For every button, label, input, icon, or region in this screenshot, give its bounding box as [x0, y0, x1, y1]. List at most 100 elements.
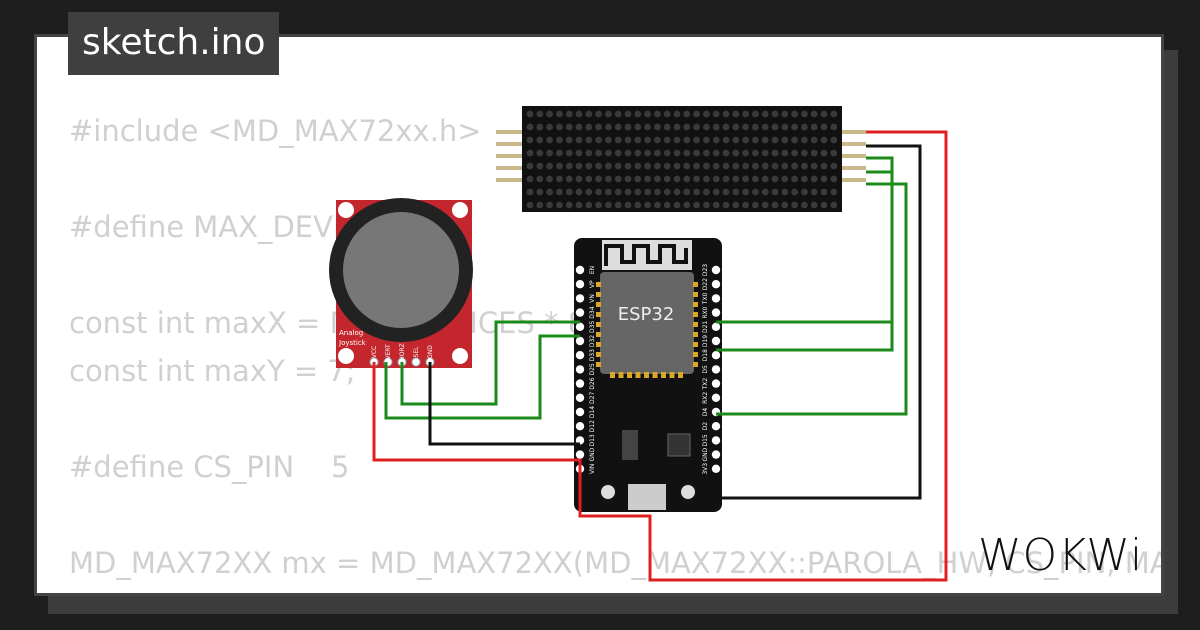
led-dot [605, 123, 612, 131]
header-pin[interactable] [711, 365, 721, 374]
esp32-board[interactable]: ESP32 ENVPVND34D35D32D33D25D26D27D14D12D… [574, 238, 722, 512]
module-pad [693, 342, 698, 347]
module-pad [596, 312, 601, 317]
led-dot [565, 110, 573, 118]
sketch-file-title: sketch.ino [68, 12, 280, 75]
pin-label: D13 [589, 434, 596, 446]
led-dot [644, 149, 651, 157]
header-pin[interactable] [711, 336, 721, 346]
led-dot [791, 162, 798, 170]
led-dot [830, 201, 838, 209]
led-dot [654, 123, 661, 131]
header-pin[interactable] [575, 294, 585, 303]
led-dot [644, 162, 651, 170]
led-dot [663, 110, 671, 118]
header-pin[interactable] [575, 422, 585, 431]
module-pad [669, 372, 675, 378]
header-pin[interactable] [575, 322, 585, 331]
led-dot [752, 162, 759, 170]
led-dot [526, 123, 534, 131]
led-dot [546, 175, 553, 183]
header-pin[interactable] [575, 365, 585, 374]
pin-label: D15 [702, 434, 709, 446]
header-pin[interactable] [575, 436, 585, 445]
pin-label: D23 [702, 264, 709, 276]
joystick-label-2: Joystick [338, 339, 367, 347]
wires [372, 130, 948, 582]
pin-label: VCC [371, 346, 378, 358]
pin-label: VP [589, 280, 596, 288]
pin-label: D35 [589, 320, 596, 332]
led-dot [575, 201, 583, 209]
pin-label: D12 [589, 420, 596, 432]
header-pin[interactable] [711, 322, 721, 331]
led-dot [673, 149, 681, 157]
header-pin[interactable] [711, 280, 721, 289]
led-dot [801, 201, 808, 209]
pin-label: D19 [702, 335, 709, 347]
led-dot [693, 123, 700, 131]
header-pin[interactable] [575, 379, 585, 388]
led-dot [575, 188, 583, 196]
reset-button[interactable] [681, 485, 695, 499]
led-dot [742, 110, 749, 118]
header-pin[interactable] [575, 351, 585, 360]
pin-label: EN [589, 266, 596, 274]
led-dot [791, 188, 798, 196]
led-dot [761, 123, 769, 131]
led-dot [781, 162, 789, 170]
header-pin[interactable] [711, 464, 721, 473]
led-dot [801, 123, 808, 131]
pin-label: D27 [589, 391, 596, 403]
header-pin[interactable] [711, 351, 721, 360]
led-dot [761, 188, 769, 196]
header-pin[interactable] [575, 336, 585, 346]
header-pin[interactable] [575, 450, 585, 459]
led-dot [781, 188, 789, 196]
header-pin[interactable] [711, 379, 721, 388]
header-pin[interactable] [575, 308, 585, 317]
header-pin[interactable] [711, 436, 721, 445]
led-matrix[interactable] [496, 106, 866, 212]
led-dot [830, 162, 838, 170]
led-dot [683, 149, 691, 157]
header-pin[interactable] [711, 308, 721, 317]
header-pin[interactable] [711, 422, 721, 431]
led-dot [624, 188, 632, 196]
pin-label: 3V3 [702, 463, 709, 475]
code-line: #define CS_PIN 5 [69, 450, 350, 484]
mount-hole [452, 348, 468, 364]
header-pin[interactable] [711, 265, 721, 275]
led-dot [801, 175, 808, 183]
led-dot [624, 175, 632, 183]
led-dot [614, 110, 622, 118]
header-pin[interactable] [711, 393, 721, 402]
header-pin[interactable] [711, 450, 721, 459]
header-pin[interactable] [711, 294, 721, 303]
header-pin[interactable] [575, 393, 585, 402]
led-dot [634, 188, 642, 196]
header-pin[interactable] [411, 357, 421, 367]
led-dot [585, 162, 593, 170]
header-pin[interactable] [575, 280, 585, 289]
led-dot [575, 149, 583, 157]
boot-button[interactable] [601, 485, 615, 499]
led-dot [830, 123, 838, 131]
header-pin[interactable] [575, 407, 585, 417]
header-pin[interactable] [575, 265, 585, 275]
pin-label: GND [427, 345, 434, 359]
led-dot [595, 201, 602, 209]
led-dot [526, 149, 534, 157]
led-dot [801, 149, 808, 157]
led-dot [752, 201, 759, 209]
led-dot [546, 123, 553, 131]
led-dot [654, 201, 661, 209]
led-dot [752, 123, 759, 131]
pin-label: D14 [589, 406, 596, 418]
led-dot [771, 188, 779, 196]
pin-label: D2 [702, 422, 709, 431]
led-dot [771, 123, 779, 131]
joystick-knob[interactable] [343, 212, 459, 328]
led-dot [644, 175, 651, 183]
